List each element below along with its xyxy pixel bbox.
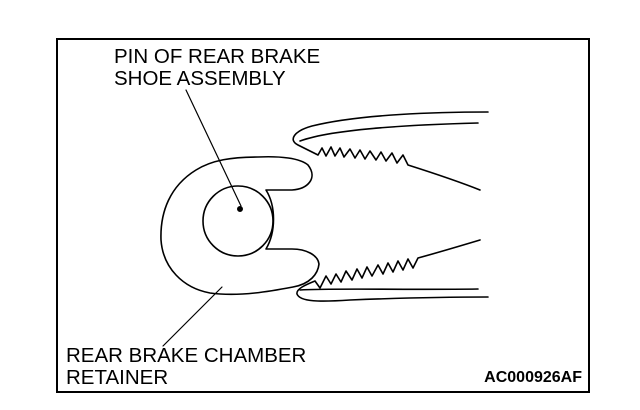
upper-jaw-inner-edge	[299, 122, 479, 142]
lower-plier-jaw	[296, 239, 489, 302]
lower-jaw-inner-edge	[299, 288, 479, 291]
pin-callout-label: PIN OF REAR BRAKE SHOE ASSEMBLY	[114, 46, 320, 90]
pin-callout-line-2: SHOE ASSEMBLY	[114, 67, 286, 90]
upper-plier-jaw	[292, 111, 489, 191]
pin-center-dot	[237, 206, 244, 213]
retainer-callout-line-1: REAR BRAKE CHAMBER	[66, 344, 307, 367]
retainer-outline	[160, 155, 320, 296]
pin-circle	[202, 185, 274, 257]
figure-code: AC000926AF	[484, 369, 582, 386]
retainer-leader-line	[162, 286, 223, 347]
retainer-callout-label: REAR BRAKE CHAMBER RETAINER	[66, 345, 306, 389]
figure-frame	[56, 38, 590, 393]
retainer-callout-line-2: RETAINER	[66, 366, 169, 389]
pin-callout-line-1: PIN OF REAR BRAKE	[114, 45, 321, 68]
pin-leader-line	[185, 89, 242, 207]
